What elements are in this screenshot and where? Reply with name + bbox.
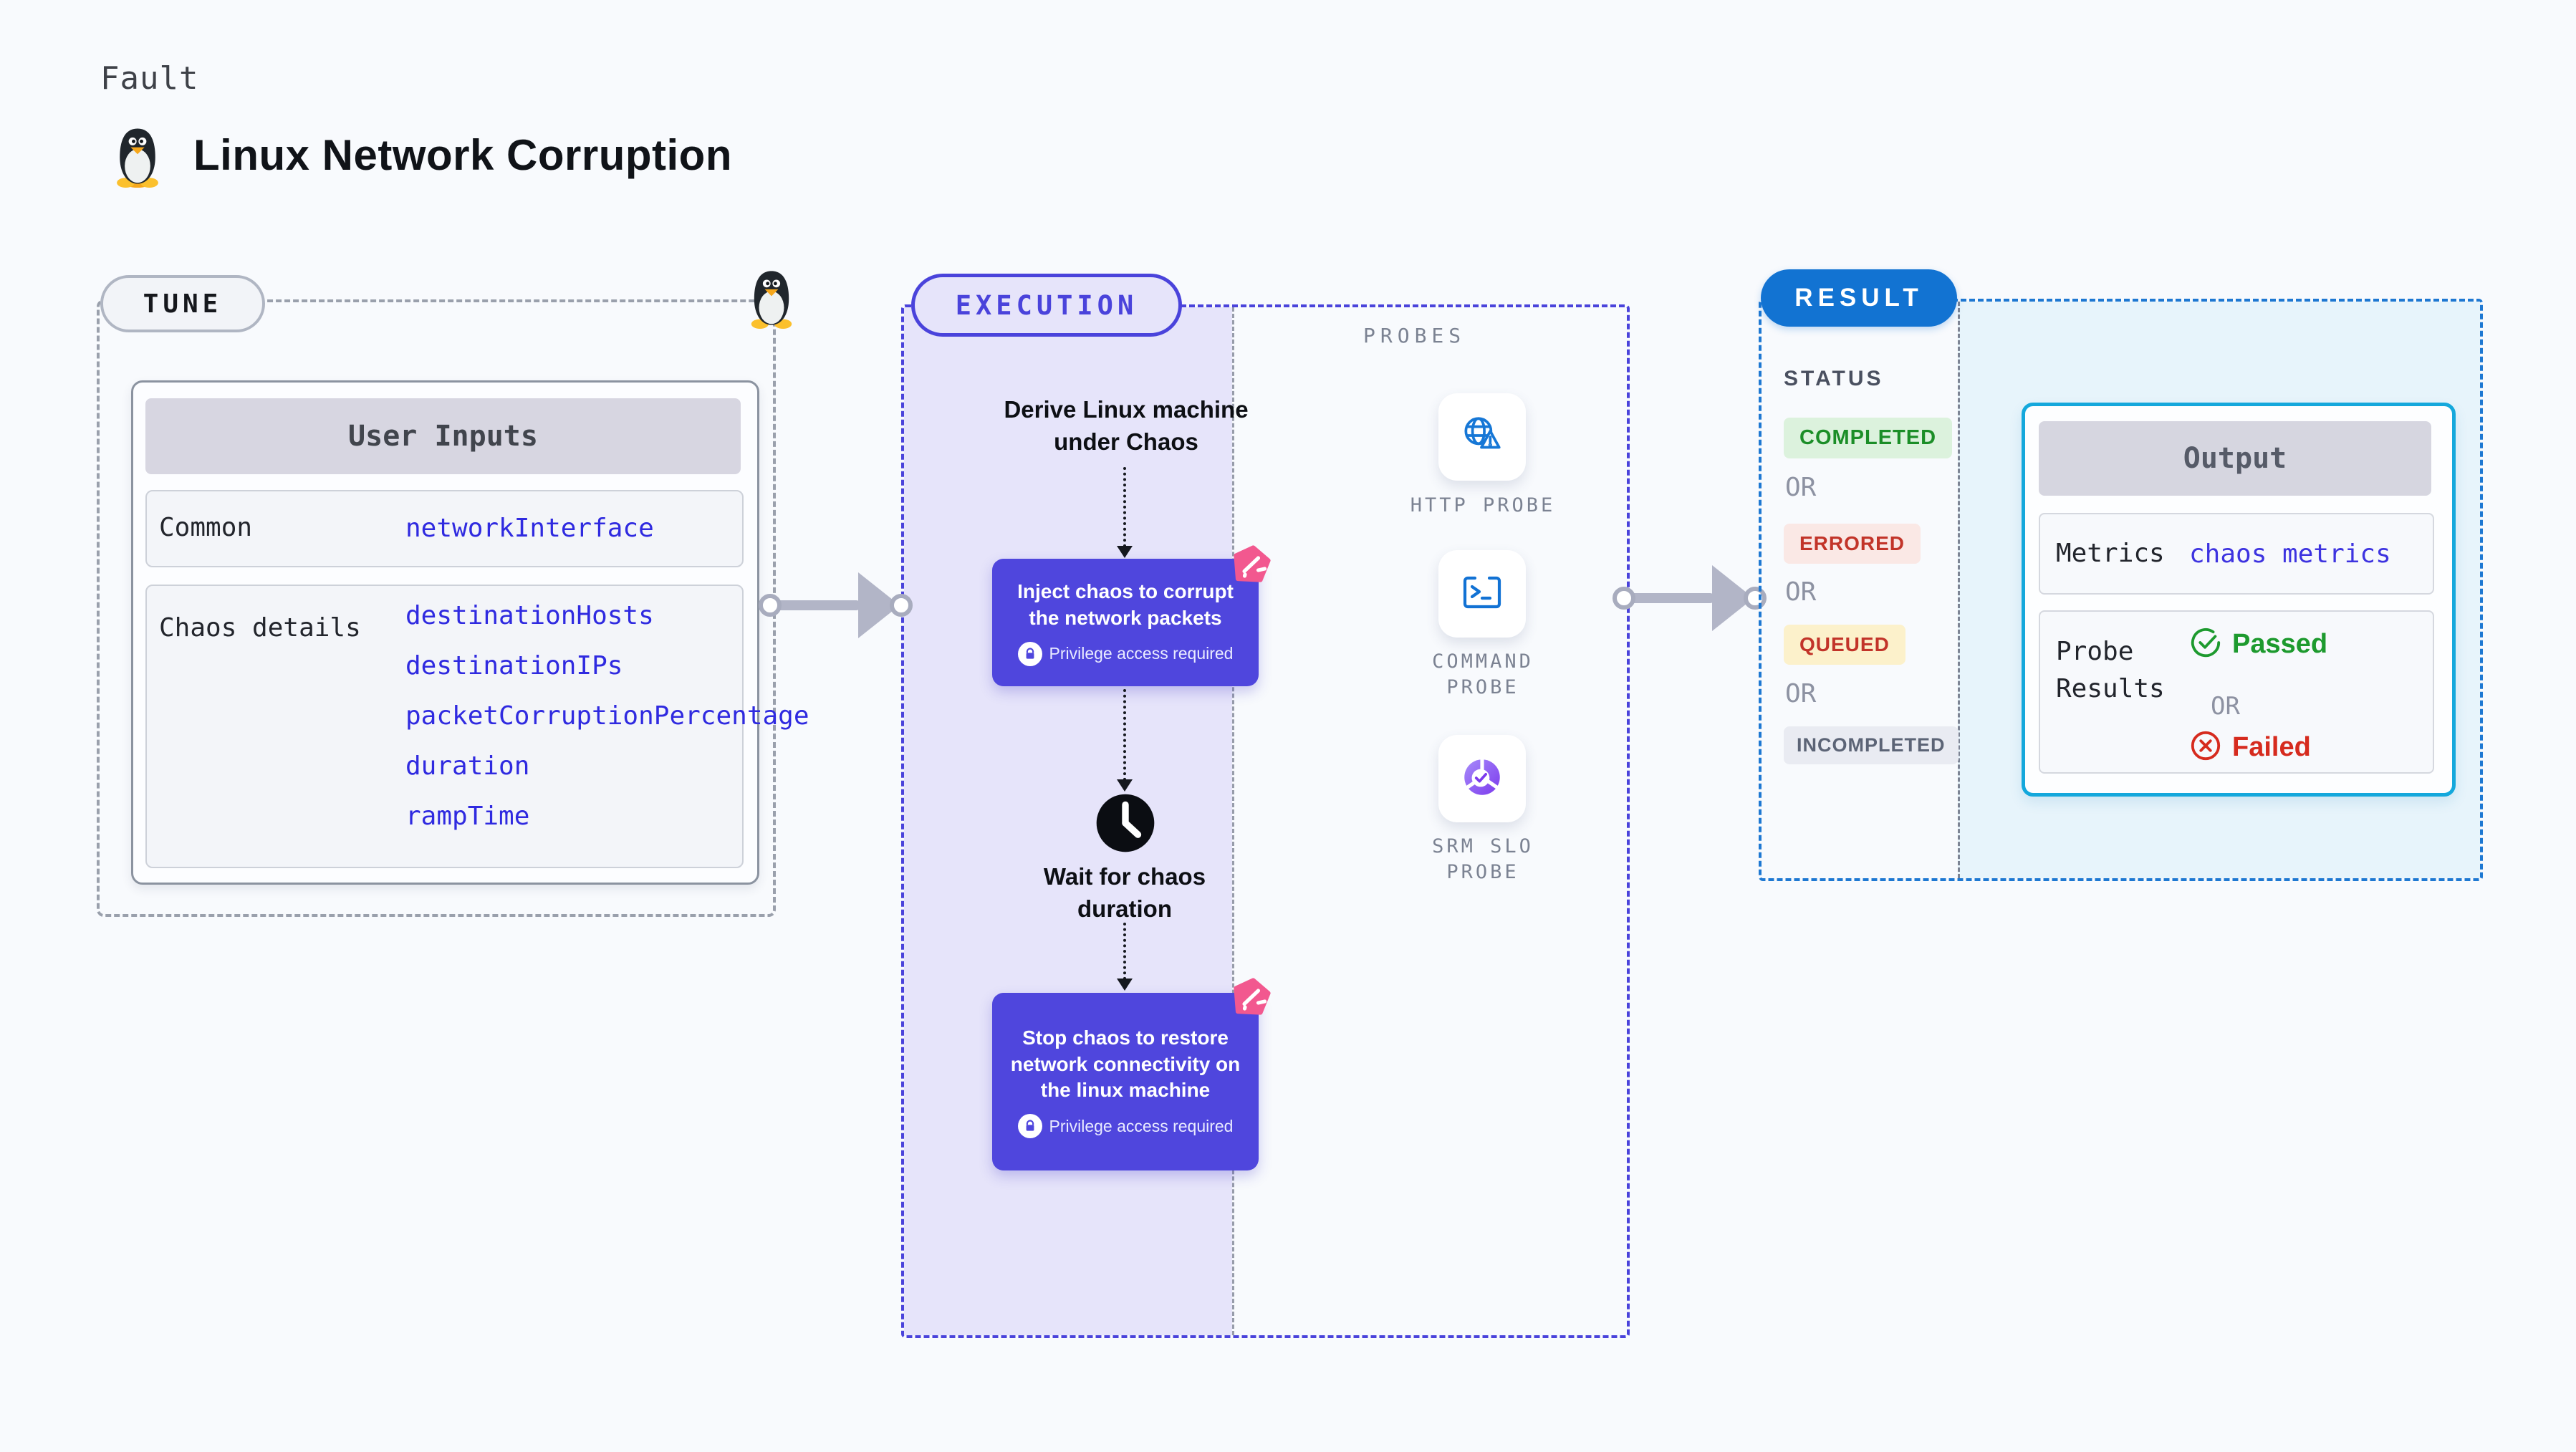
fault-kicker: Fault [100,60,199,97]
srm-slo-probe-card [1438,735,1526,822]
or-separator: OR [1785,473,1817,502]
privilege-label: Privilege access required [1049,1116,1234,1135]
status-badge-errored: ERRORED [1784,524,1921,564]
passed-row: Passed [2189,626,2327,663]
chaos-pink-icon [1226,543,1274,590]
status-badge-incompleted: INCOMPLETED [1784,726,1959,764]
execution-panel [904,307,1232,1335]
metrics-label: Metrics [2056,539,2165,568]
output-header: Output [2039,421,2431,496]
check-circle-icon [2189,626,2222,663]
row-value: networkInterface [405,514,654,543]
probe-label: SRM SLO PROBE [1432,835,1534,884]
status-header: STATUS [1784,367,1884,390]
status-badge-completed: COMPLETED [1784,418,1953,458]
execution-probes-divider [1232,307,1234,1335]
or-separator: OR [1785,679,1817,708]
table-row-common [145,490,744,567]
table-row-chaos-details [145,585,744,868]
stop-chaos-text: Stop chaos to restore network connectivi… [1010,1026,1241,1102]
page-title: Linux Network Corruption [193,131,732,179]
result-badge: RESULT [1761,269,1957,327]
stop-chaos-node: Stop chaos to restore network connectivi… [992,993,1259,1170]
chaos-details-values: destinationHosts destinationIPs packetCo… [405,600,809,851]
lock-icon [1017,1114,1042,1139]
failed-label: Failed [2232,732,2311,762]
globe-alert-icon [1458,412,1506,463]
output-row-probe-results [2039,610,2434,774]
output-row-metrics [2039,513,2434,595]
or-separator: OR [1785,577,1817,607]
chaos-pink-icon [1226,976,1274,1023]
probe-label: COMMAND PROBE [1432,650,1534,699]
connector-dot [890,594,913,617]
privilege-chip: Privilege access required [1017,1114,1234,1139]
connector-dot [759,594,782,617]
x-circle-icon [2189,729,2222,766]
row-label: Chaos details [159,613,361,643]
user-inputs-header: User Inputs [145,398,741,474]
probes-header: PROBES [1363,324,1466,347]
flow-arrow [774,600,861,610]
row-value: rampTime [405,801,530,831]
privilege-chip: Privilege access required [1017,641,1234,666]
tune-badge: TUNE [100,275,265,332]
connector-dot [1613,587,1635,610]
row-value: packetCorruptionPercentage [405,701,809,731]
flow-dotted-arrowhead [1117,979,1133,991]
row-value: destinationHosts [405,601,654,630]
execution-badge: EXECUTION [911,274,1182,337]
probe-label: HTTP PROBE [1410,494,1556,516]
status-output-divider [1958,302,1960,878]
connector-dot [1744,587,1767,610]
failed-row: Failed [2189,729,2311,766]
linux-penguin-icon [106,123,169,189]
inject-chaos-text: Inject chaos to corrupt the network pack… [1017,580,1234,629]
row-value: destinationIPs [405,650,623,681]
terminal-icon [1459,569,1505,619]
privilege-label: Privilege access required [1049,644,1234,663]
flow-arrow [1628,593,1715,603]
passed-label: Passed [2232,629,2328,659]
derive-step-text: Derive Linux machine under Chaos [1004,396,1249,455]
flow-dotted-line [1123,923,1126,980]
metrics-value: chaos metrics [2189,539,2391,569]
http-probe-card [1438,393,1526,481]
command-probe-card [1438,550,1526,638]
tux-corner-icon [741,265,802,331]
flow-dotted-arrowhead [1117,779,1133,792]
inject-chaos-node: Inject chaos to corrupt the network pack… [992,559,1259,686]
slo-donut-check-icon [1458,754,1506,804]
clock-icon [1095,792,1156,854]
wait-step-text: Wait for chaos duration [1043,863,1206,922]
status-badge-queued: QUEUED [1784,625,1905,665]
probe-results-label: Probe Results [2056,637,2165,704]
lock-icon [1017,641,1042,666]
flow-dotted-line [1123,689,1126,781]
row-value: duration [405,751,530,781]
flow-dotted-line [1123,467,1126,547]
row-label: Common [159,513,253,542]
or-separator: OR [2211,692,2240,721]
flow-dotted-arrowhead [1117,546,1133,558]
